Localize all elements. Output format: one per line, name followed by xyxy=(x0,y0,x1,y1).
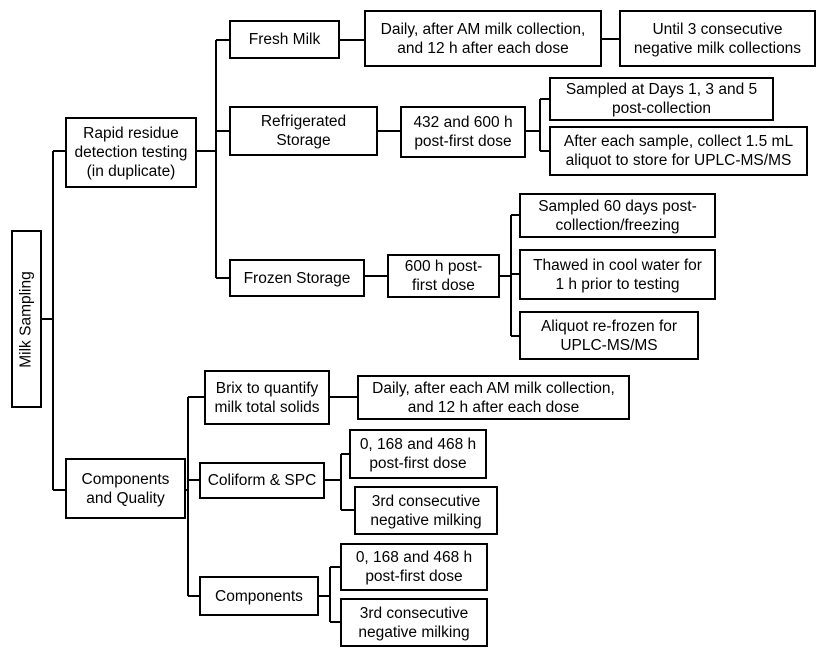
refrigerated-detail-box: After each sample, collect 1.5 mL aliquo… xyxy=(549,126,808,176)
components-quality-box: Components and Quality xyxy=(65,458,186,519)
fresh-milk-box: Fresh Milk xyxy=(229,20,340,59)
refrigerated-timing-box: 432 and 600 h post-first dose xyxy=(400,106,526,158)
components-box: Components xyxy=(199,576,319,616)
rapid-residue-box: Rapid residue detection testing (in dupl… xyxy=(65,117,197,188)
root-box-milk-sampling: Milk Sampling xyxy=(11,230,42,408)
coliform-detail-box: 3rd consecutive negative milking xyxy=(354,486,498,535)
components-detail-box: 3rd consecutive negative milking xyxy=(340,598,488,647)
frozen-detail-box: Aliquot re-frozen for UPLC-MS/MS xyxy=(519,311,699,360)
root-label: Milk Sampling xyxy=(18,270,36,368)
coliform-detail-box: 0, 168 and 468 h post-first dose xyxy=(349,429,487,479)
brix-box: Brix to quantify milk total solids xyxy=(204,370,330,425)
components-detail-box: 0, 168 and 468 h post-first dose xyxy=(340,543,488,591)
frozen-timing-box: 600 h post- first dose xyxy=(387,254,500,298)
frozen-storage-box: Frozen Storage xyxy=(229,259,365,297)
refrigerated-storage-box: Refrigerated Storage xyxy=(229,106,378,156)
brix-timing-box: Daily, after each AM milk collection, an… xyxy=(357,375,630,420)
refrigerated-detail-box: Sampled at Days 1, 3 and 5 post-collecti… xyxy=(549,77,774,121)
fresh-milk-end-box: Until 3 consecutive negative milk collec… xyxy=(619,10,816,67)
fresh-milk-timing-box: Daily, after AM milk collection, and 12 … xyxy=(364,10,602,67)
coliform-spc-box: Coliform & SPC xyxy=(199,462,325,499)
frozen-detail-box: Thawed in cool water for 1 h prior to te… xyxy=(519,249,716,300)
frozen-detail-box: Sampled 60 days post- collection/freezin… xyxy=(519,193,716,238)
